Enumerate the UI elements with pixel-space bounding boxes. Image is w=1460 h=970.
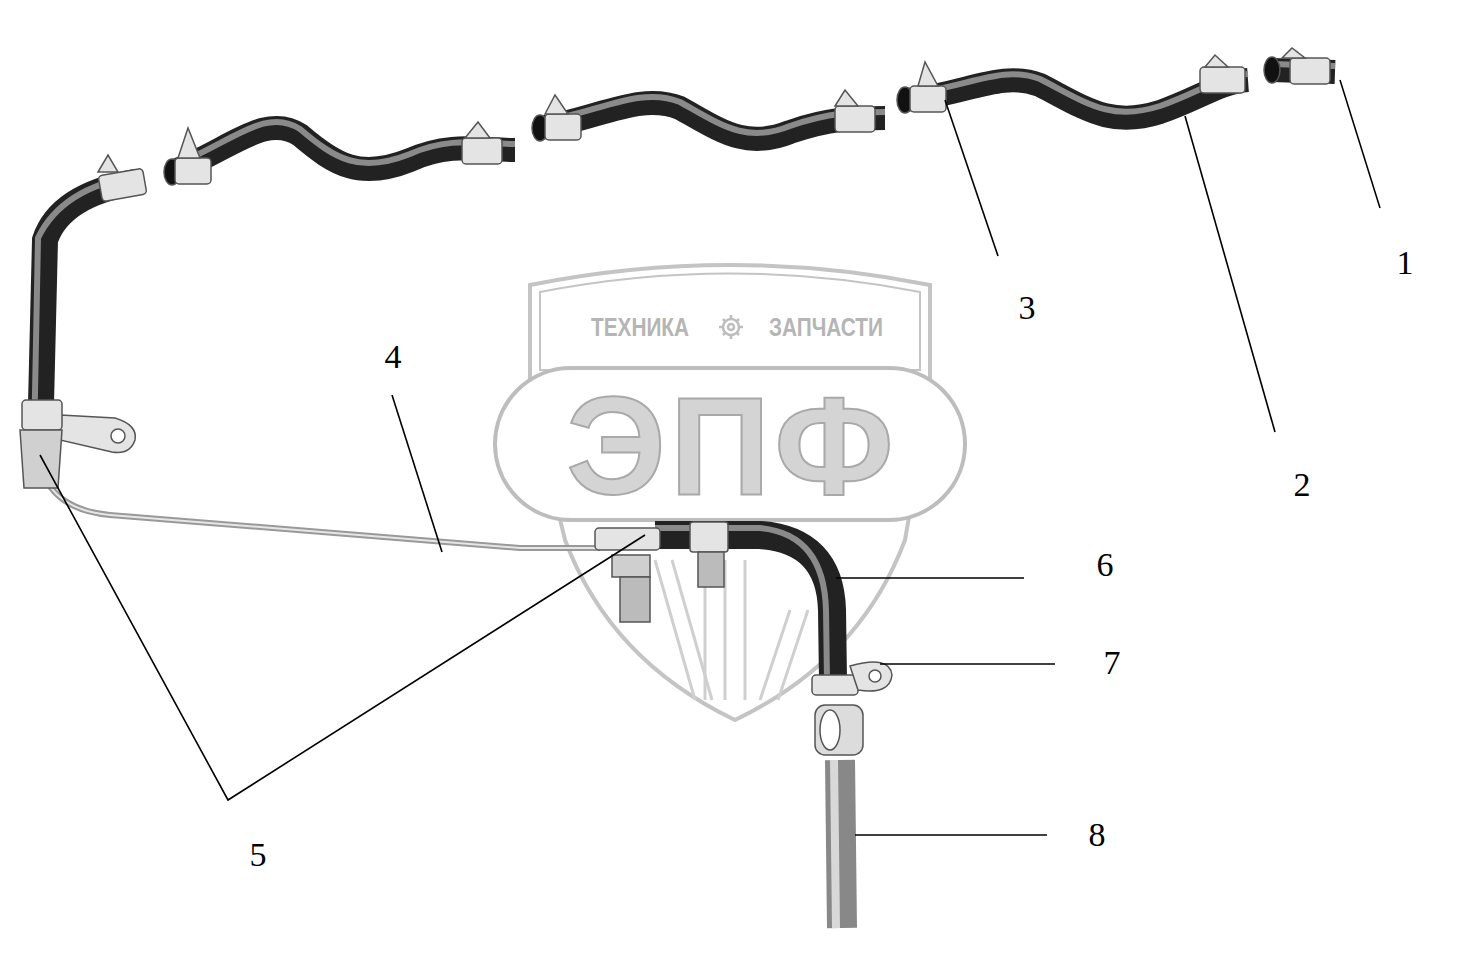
clamps-and-fittings xyxy=(20,48,1330,755)
watermark-text: ТЕХНИКА xyxy=(591,314,689,340)
callout-number: 3 xyxy=(1019,291,1036,325)
leader-lines xyxy=(40,80,1380,835)
gear-symbol xyxy=(719,315,743,339)
callout-number: 7 xyxy=(1104,646,1121,680)
watermark-text: ЗАПЧАСТИ xyxy=(769,314,883,340)
callout-number: 4 xyxy=(385,340,402,374)
fuel-pipes xyxy=(34,64,1335,928)
callout-number: 5 xyxy=(250,838,267,872)
callout-number: 8 xyxy=(1089,818,1106,852)
callout-number: 6 xyxy=(1097,548,1114,582)
watermark-logo: ЭПФ xyxy=(566,376,898,516)
watermark-shield xyxy=(495,265,965,720)
callout-number: 1 xyxy=(1397,246,1414,280)
callout-number: 2 xyxy=(1294,468,1311,502)
